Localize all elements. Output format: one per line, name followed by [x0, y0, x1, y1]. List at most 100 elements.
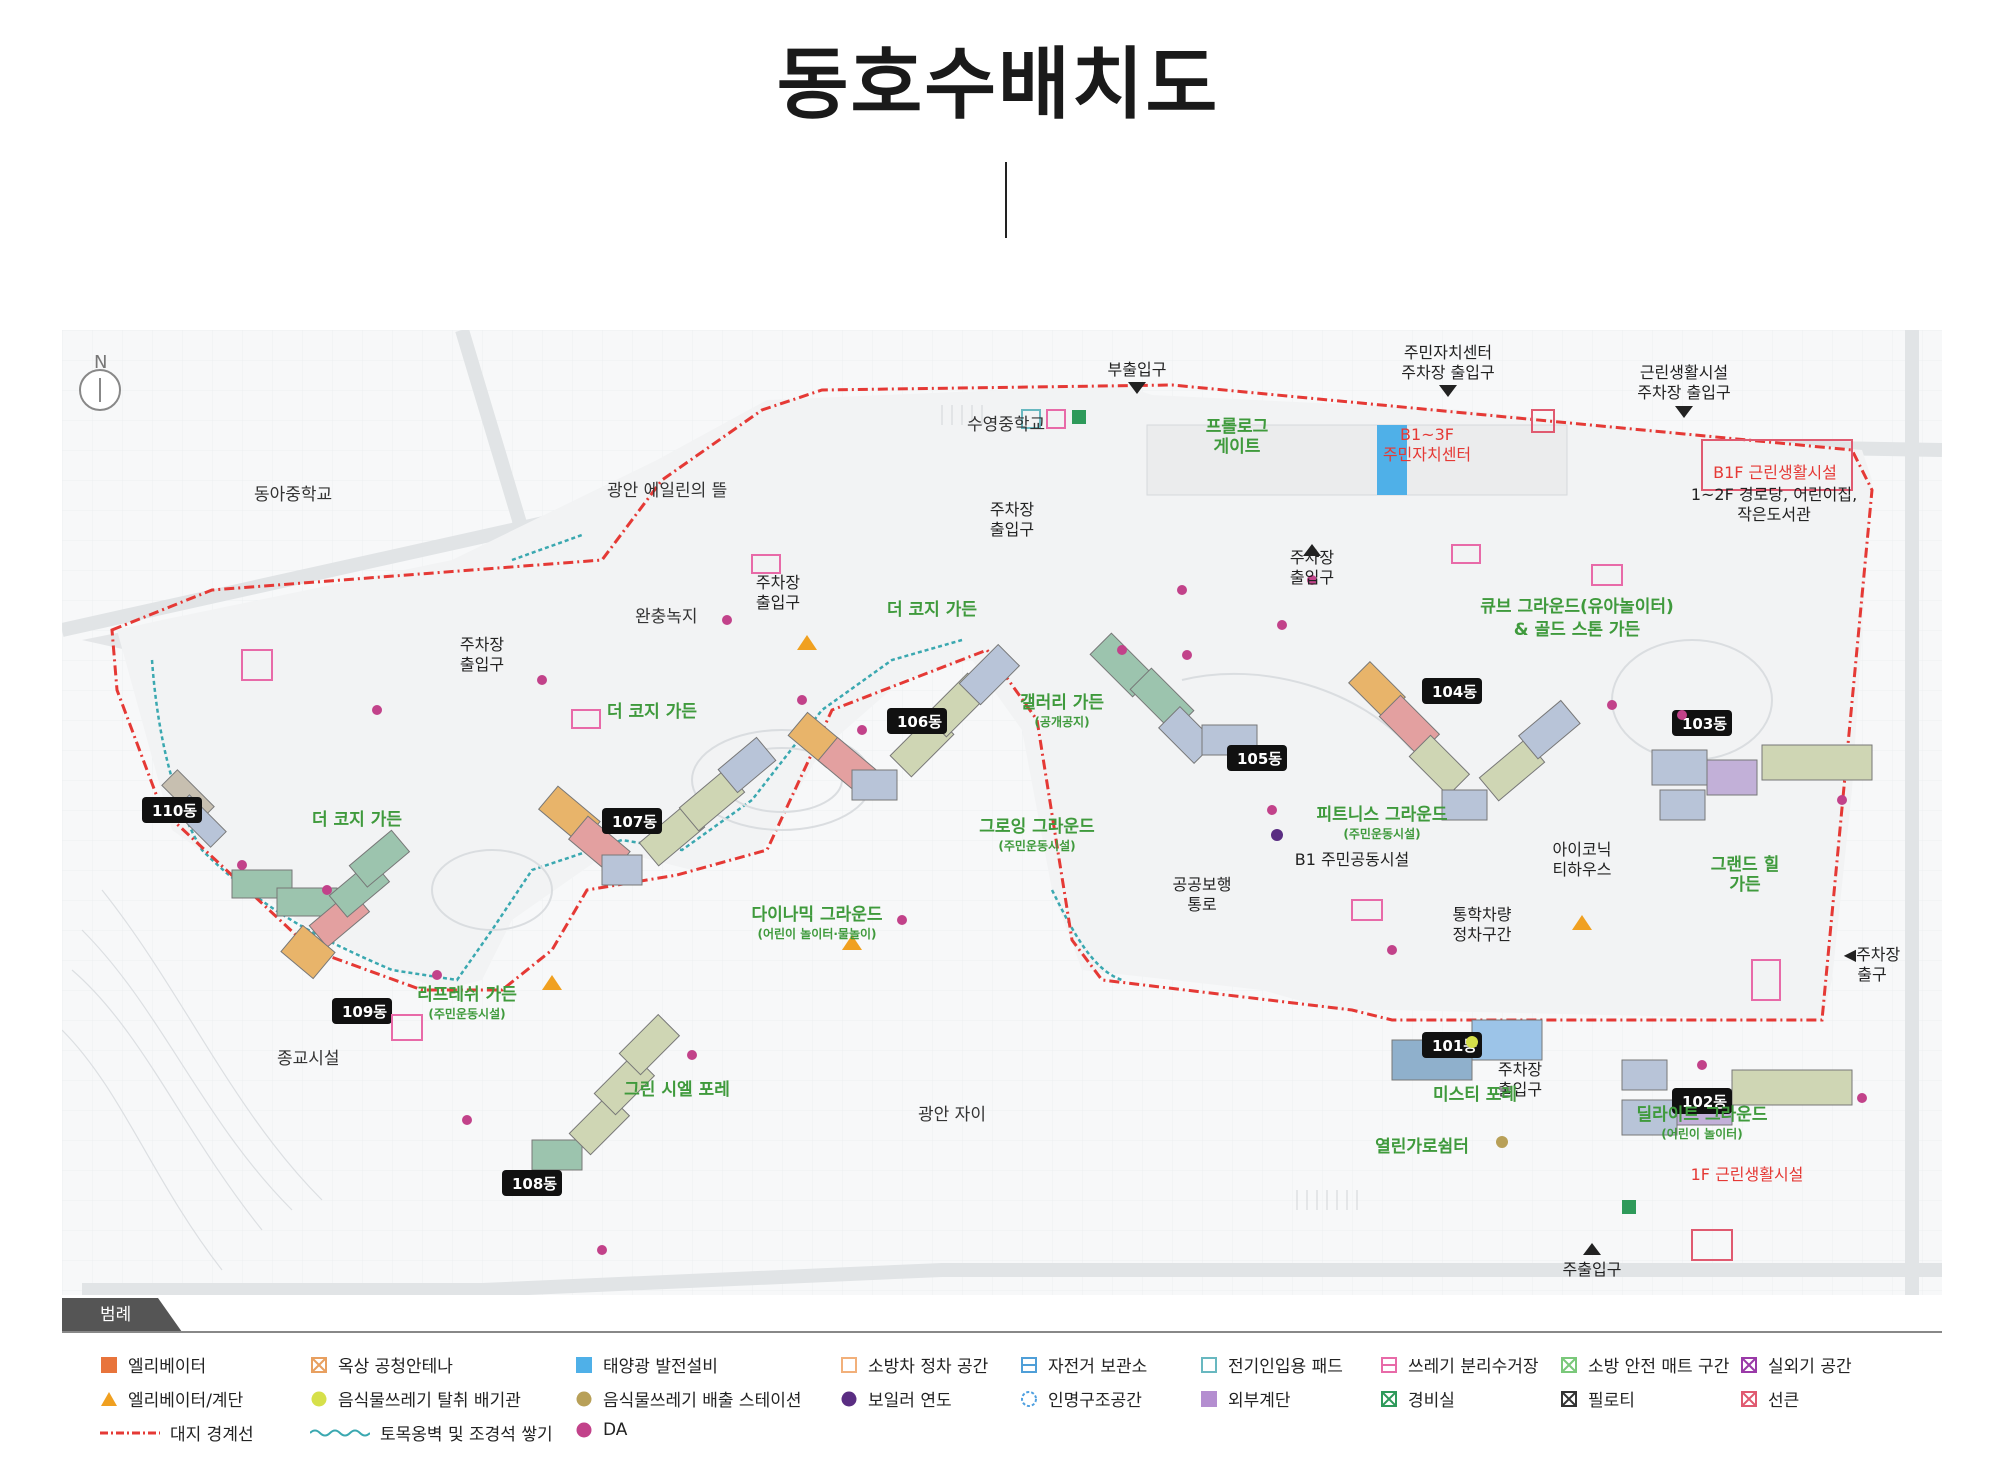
rescue-icon — [1021, 1390, 1037, 1407]
fire-mat-icon — [1561, 1356, 1577, 1373]
garden-grand-hill-1: 그랜드 힐 — [1711, 854, 1779, 875]
ext-stair-icon — [1201, 1390, 1217, 1407]
food-waste-station-icon — [576, 1391, 592, 1406]
legend-label-piloti: 필로티 — [1588, 1391, 1635, 1411]
legend-item-bike: 자전거 보관소 — [1020, 1352, 1147, 1377]
label-public-walkway-1: 공공보행 — [1173, 875, 1232, 894]
legend-label-ext-stair: 외부계단 — [1228, 1391, 1291, 1411]
tag-108: 108동 — [512, 1175, 557, 1193]
label-community-parking-1: 주민자치센터 — [1404, 343, 1492, 362]
legend-item-boiler-flue: 보일러 연도 — [840, 1386, 952, 1411]
building-102[interactable] — [1621, 1059, 1853, 1136]
facility-retail-detail-1: 1~2F 경로당, 어린이집, — [1691, 485, 1857, 504]
tag-106: 106동 — [897, 713, 942, 731]
label-parking-exit-1: ◀주차장 — [1844, 945, 1901, 964]
legend-item-elevator-stair: 엘리베이터/계단 — [100, 1386, 243, 1411]
da-icon — [576, 1422, 592, 1438]
legend-item-food-waste-station: 음식물쓰레기 배출 스테이션 — [575, 1386, 802, 1411]
legend-item-solar: 태양광 발전설비 — [575, 1352, 718, 1377]
label-school-bus-1: 통학차량 — [1453, 905, 1512, 924]
garden-fitness-sub: (주민운동시설) — [1343, 826, 1420, 841]
legend-label-sunken: 선큰 — [1768, 1391, 1800, 1411]
legend-label-ev-pad: 전기인입용 패드 — [1228, 1357, 1343, 1377]
label-parking-entry-d: 주차장 — [1290, 548, 1334, 567]
site-map: N — [62, 330, 1942, 1295]
building-tags: 110동 109동 107동 106동 105동 104동 103동 101동 … — [142, 678, 1732, 1196]
facility-f1-retail: 1F 근린생활시설 — [1691, 1165, 1804, 1184]
building-104[interactable] — [1348, 661, 1581, 821]
label-parking-entry-d2: 출입구 — [1290, 568, 1334, 587]
legend-divider — [62, 1331, 1942, 1333]
label-parking-entry-a2: 출입구 — [990, 520, 1034, 539]
facility-retail-detail-2: 작은도서관 — [1737, 505, 1811, 524]
garden-refresh-sub: (주민운동시설) — [428, 1006, 505, 1021]
legend-label-site-boundary: 대지 경계선 — [170, 1425, 254, 1445]
tag-102: 102동 — [1682, 1093, 1727, 1111]
guard-icon — [1381, 1390, 1397, 1407]
garden-refresh: 리프레쉬 가든 — [417, 985, 517, 1005]
garden-growing-sub: (주민운동시설) — [998, 838, 1075, 853]
label-parking-entry-a: 주차장 — [990, 500, 1034, 519]
legend-label-elevator-stair: 엘리베이터/계단 — [128, 1391, 244, 1411]
label-retail-parking-1: 근린생활시설 — [1640, 363, 1728, 382]
facility-iconic-1: 아이코닉 — [1553, 840, 1612, 859]
label-community-parking-2: 주차장 출입구 — [1401, 363, 1494, 382]
label-parking-entry-c: 주차장 — [460, 635, 504, 654]
north-label: N — [94, 352, 107, 373]
tag-105: 105동 — [1237, 750, 1282, 768]
label-parking-entry-b2: 출입구 — [756, 593, 800, 612]
garbage-icon — [1381, 1356, 1397, 1373]
site-ground — [117, 385, 1872, 1020]
garden-cozy-2: 더 코지 가든 — [607, 702, 697, 722]
building-107[interactable] — [537, 736, 777, 886]
label-main-entrance: 주출입구 — [1563, 1260, 1622, 1279]
legend-item-sunken: 선큰 — [1740, 1386, 1799, 1411]
solar-icon — [576, 1356, 592, 1373]
legend-item-guard: 경비실 — [1380, 1386, 1455, 1411]
building-103[interactable] — [1651, 744, 1873, 821]
legend-label-retaining-wall: 토목옹벽 및 조경석 쌓기 — [380, 1425, 553, 1445]
contours — [62, 889, 323, 1271]
facility-b1-retail: B1F 근린생활시설 — [1713, 463, 1837, 482]
garden-growing: 그로잉 그라운드 — [979, 817, 1095, 837]
building-108[interactable] — [531, 1013, 681, 1171]
page-title: 동호수배치도 — [776, 40, 1220, 130]
legend-item-fire-truck: 소방차 정차 공간 — [840, 1352, 988, 1377]
label-dongah: 동아중학교 — [254, 485, 332, 505]
legend-label-guard: 경비실 — [1408, 1391, 1455, 1411]
legend-item-ext-stair: 외부계단 — [1200, 1386, 1291, 1411]
legend-label-outdoor-unit: 실외기 공간 — [1768, 1357, 1852, 1377]
label-parking-entry-e: 주차장 — [1498, 1060, 1542, 1079]
rooftop-antenna-icon — [311, 1356, 327, 1373]
legend-label-rescue: 인명구조공간 — [1048, 1391, 1142, 1411]
north-compass-icon: N — [79, 352, 121, 411]
retaining-wall-line — [150, 638, 963, 982]
sunken-icon — [1741, 1390, 1757, 1407]
site-boundary-icon — [100, 1431, 160, 1434]
garden-cube: 큐브 그라운드(유아놀이터) — [1480, 597, 1674, 617]
ev-pad-icon — [1201, 1356, 1217, 1373]
legend-item-food-waste-vent: 음식물쓰레기 탈취 배기관 — [310, 1386, 521, 1411]
tag-107: 107동 — [612, 813, 657, 831]
boiler-flue-icon — [841, 1391, 857, 1406]
legend-label-fire-mat: 소방 안전 매트 구간 — [1588, 1357, 1730, 1377]
bike-icon — [1021, 1356, 1037, 1373]
garden-fitness: 피트니스 그라운드 — [1316, 805, 1447, 825]
legend-item-ev-pad: 전기인입용 패드 — [1200, 1352, 1343, 1377]
legend-tab: 범례 — [62, 1298, 182, 1332]
garden-prologue-1: 프롤로그 — [1206, 417, 1269, 437]
elevator-stair-icon — [101, 1391, 117, 1406]
facility-symbols — [241, 409, 1853, 1261]
building-109[interactable] — [231, 829, 411, 980]
piloti-icon — [1561, 1390, 1577, 1407]
tag-110: 110동 — [152, 802, 197, 820]
tag-101: 101동 — [1432, 1037, 1477, 1055]
legend-item-da: DA — [575, 1420, 627, 1440]
garden-gallery-sub: (공개공지) — [1034, 714, 1089, 729]
title-divider — [1005, 162, 1007, 238]
retaining-wall-icon — [310, 1429, 370, 1436]
garden-green-cell: 그린 시엘 포레 — [624, 1080, 730, 1100]
elevator-icon — [101, 1356, 117, 1373]
garden-prologue-2: 게이트 — [1214, 437, 1261, 457]
label-xi: 광안 자이 — [918, 1105, 986, 1125]
